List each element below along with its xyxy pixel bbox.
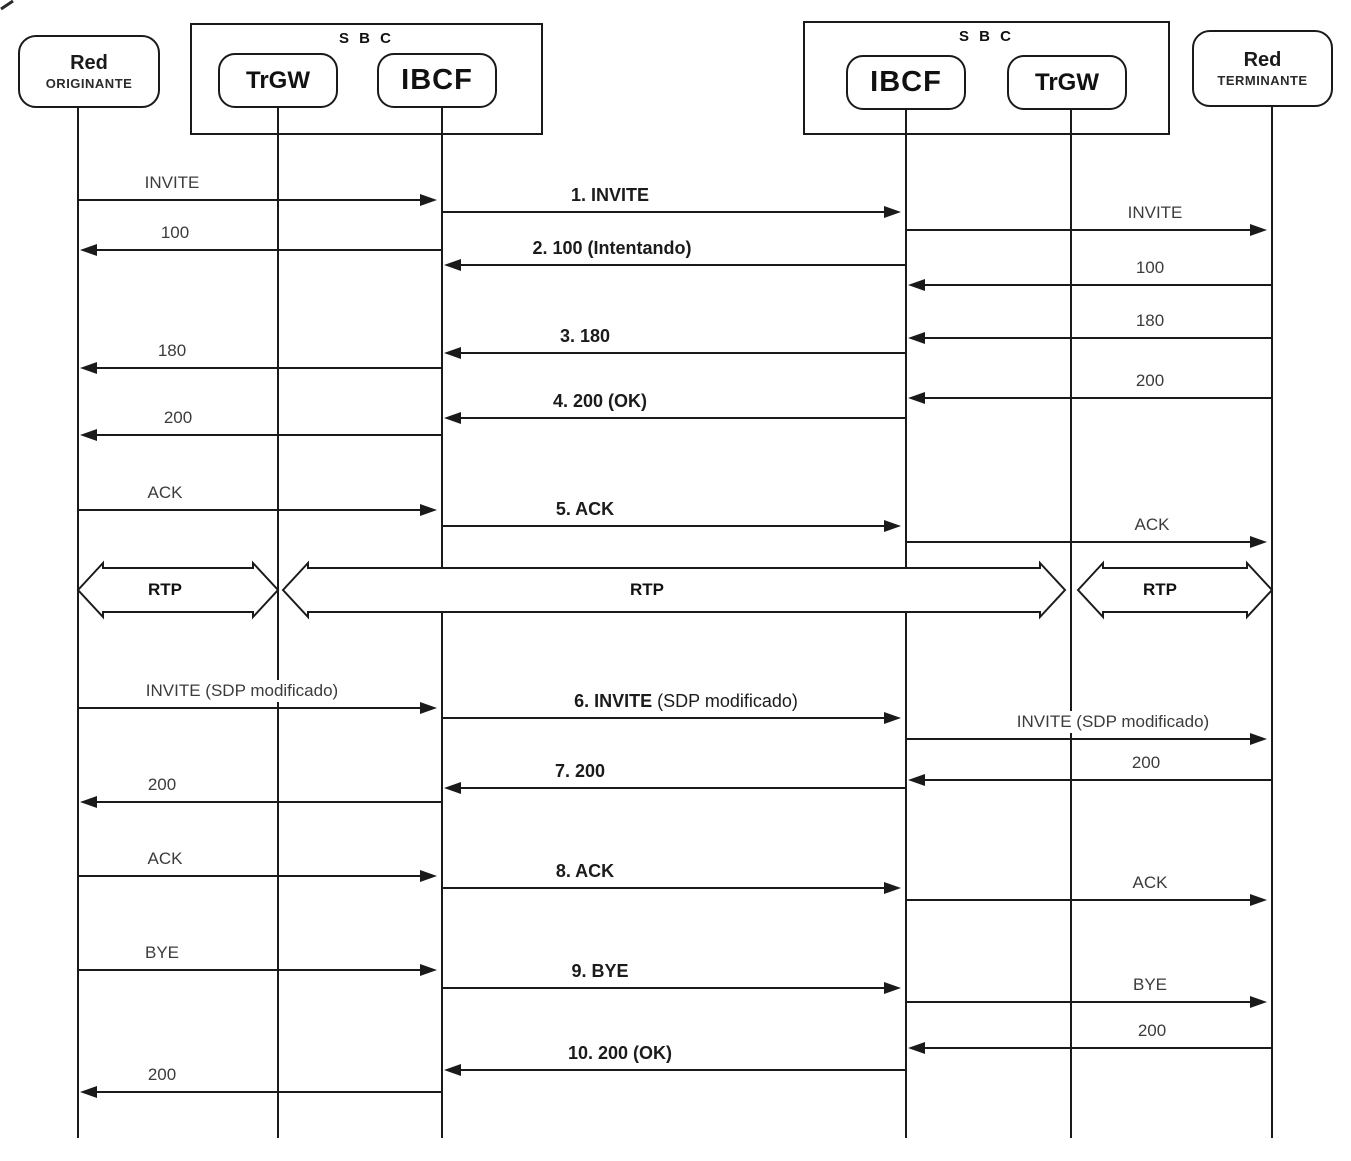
message-arrow-29 bbox=[444, 1064, 906, 1076]
arrowhead bbox=[1250, 536, 1267, 548]
message-arrow-5 bbox=[444, 259, 906, 271]
message-arrow-1 bbox=[78, 194, 437, 206]
node-title: Red bbox=[70, 51, 108, 74]
message-arrow-19 bbox=[908, 774, 1272, 786]
arrowhead bbox=[1250, 224, 1267, 236]
message-arrow-21 bbox=[80, 796, 442, 808]
message-arrow-22 bbox=[78, 870, 437, 882]
arrowhead bbox=[420, 504, 437, 516]
message-arrow-24 bbox=[906, 894, 1267, 906]
arrowhead bbox=[908, 279, 925, 291]
node-label: TrGW bbox=[246, 66, 310, 94]
arrowhead bbox=[80, 244, 97, 256]
arrowhead bbox=[420, 702, 437, 714]
message-arrow-20 bbox=[444, 782, 906, 794]
message-arrow-18 bbox=[906, 733, 1267, 745]
message-arrow-23 bbox=[442, 882, 901, 894]
arrowhead bbox=[884, 206, 901, 218]
message-arrow-10 bbox=[908, 392, 1272, 404]
arrowhead bbox=[444, 1064, 461, 1076]
node-label: IBCF bbox=[870, 66, 942, 98]
message-arrow-3 bbox=[906, 224, 1267, 236]
sbc-left-box: S B C bbox=[190, 23, 543, 135]
message-arrow-8 bbox=[444, 347, 906, 359]
rtp-arrow-2 bbox=[281, 560, 1067, 620]
node-subtitle: ORIGINANTE bbox=[45, 75, 133, 91]
message-arrow-27 bbox=[906, 996, 1267, 1008]
message-arrow-26 bbox=[442, 982, 901, 994]
arrowhead bbox=[884, 982, 901, 994]
node-ibcf-left: IBCF bbox=[377, 53, 497, 108]
sbc-title: S B C bbox=[338, 30, 394, 47]
node-label: TrGW bbox=[1035, 68, 1099, 96]
message-arrow-7 bbox=[908, 332, 1272, 344]
message-arrow-16 bbox=[78, 702, 437, 714]
message-arrow-4 bbox=[80, 244, 442, 256]
rtp-arrow-3 bbox=[1076, 560, 1274, 620]
arrowhead bbox=[80, 796, 97, 808]
node-red-originante: Red ORIGINANTE bbox=[18, 35, 160, 108]
arrowhead bbox=[908, 392, 925, 404]
message-arrow-30 bbox=[80, 1086, 442, 1098]
message-arrow-17 bbox=[442, 712, 901, 724]
corner-artifact bbox=[0, 0, 14, 11]
message-arrow-2 bbox=[442, 206, 901, 218]
message-arrow-6 bbox=[908, 279, 1272, 291]
arrowhead bbox=[420, 964, 437, 976]
message-arrow-9 bbox=[80, 362, 442, 374]
node-ibcf-right: IBCF bbox=[846, 55, 966, 110]
sbc-right-box: S B C bbox=[803, 21, 1170, 135]
arrowhead bbox=[420, 194, 437, 206]
arrowhead bbox=[444, 259, 461, 271]
arrowhead bbox=[1250, 894, 1267, 906]
arrowhead bbox=[908, 774, 925, 786]
arrowhead bbox=[884, 520, 901, 532]
arrowhead bbox=[80, 1086, 97, 1098]
arrowhead bbox=[884, 882, 901, 894]
arrowhead bbox=[444, 412, 461, 424]
node-red-terminante: Red TERMINANTE bbox=[1192, 30, 1333, 107]
arrowhead bbox=[420, 870, 437, 882]
arrowhead bbox=[80, 429, 97, 441]
message-arrow-11 bbox=[444, 412, 906, 424]
sbc-title: S B C bbox=[958, 28, 1014, 45]
arrowhead bbox=[884, 712, 901, 724]
node-label: IBCF bbox=[401, 64, 473, 96]
node-subtitle: TERMINANTE bbox=[1217, 72, 1308, 88]
arrowhead bbox=[80, 362, 97, 374]
rtp-arrow-1 bbox=[76, 560, 280, 620]
node-title: Red bbox=[1243, 48, 1282, 71]
arrowhead bbox=[444, 347, 461, 359]
message-arrow-25 bbox=[78, 964, 437, 976]
node-trgw-right: TrGW bbox=[1007, 55, 1127, 110]
arrowhead bbox=[908, 1042, 925, 1054]
message-arrow-13 bbox=[78, 504, 437, 516]
arrowhead bbox=[1250, 996, 1267, 1008]
arrowhead bbox=[1250, 733, 1267, 745]
message-arrow-12 bbox=[80, 429, 442, 441]
message-arrow-28 bbox=[908, 1042, 1272, 1054]
message-arrow-14 bbox=[442, 520, 901, 532]
message-arrow-15 bbox=[906, 536, 1267, 548]
node-trgw-left: TrGW bbox=[218, 53, 338, 108]
arrowhead bbox=[444, 782, 461, 794]
arrowhead bbox=[908, 332, 925, 344]
